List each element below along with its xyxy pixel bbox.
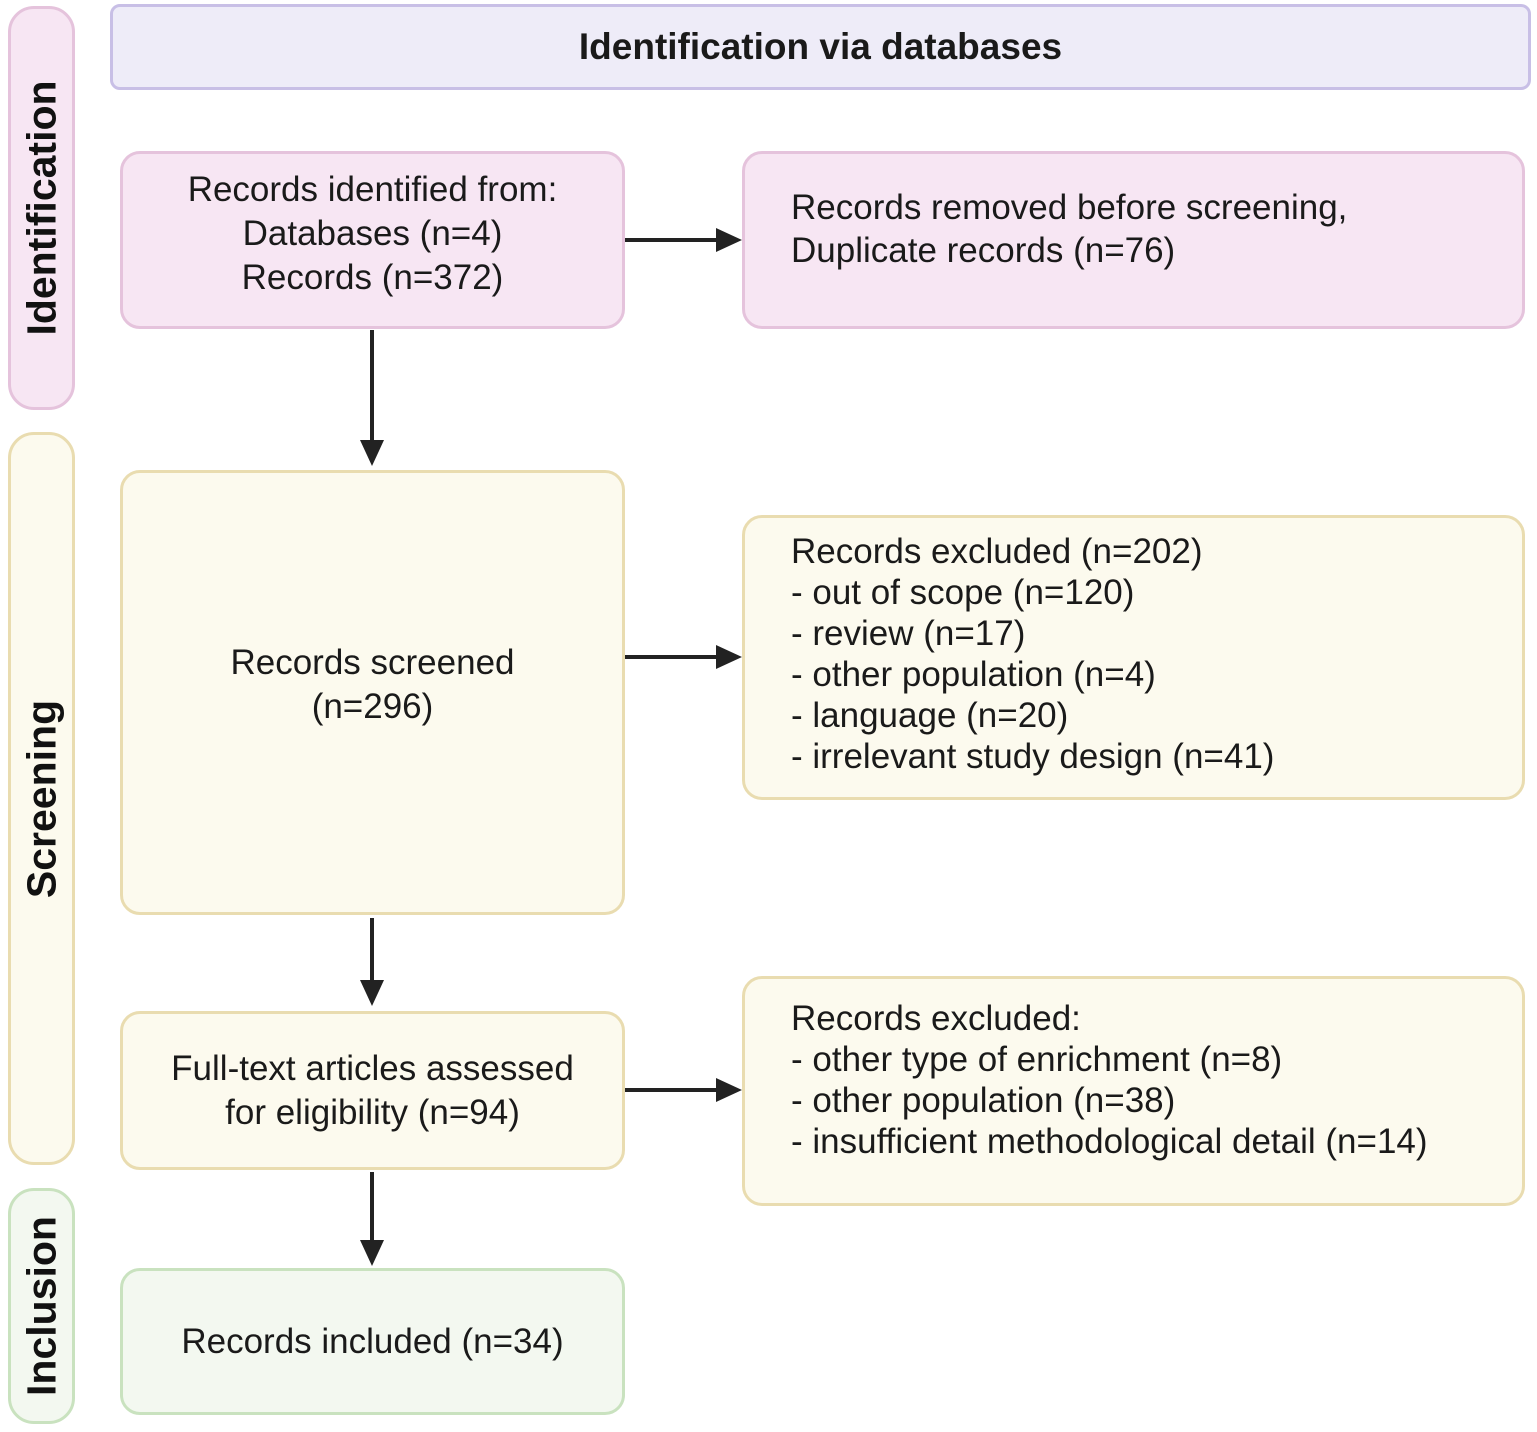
arrowhead-down-3: [360, 1240, 384, 1266]
records-identified-line-3: Records (n=372): [241, 258, 504, 297]
arrowhead-down-1: [360, 440, 384, 466]
box-records-excluded-screening: Records excluded (n=202) - out of scope …: [742, 515, 1525, 800]
excluded-fulltext-line-3: - other population (n=38): [791, 1081, 1176, 1120]
excluded-fulltext-line-2: - other type of enrichment (n=8): [791, 1040, 1283, 1079]
records-removed-line-2: Duplicate records (n=76): [791, 231, 1176, 270]
box-records-screened: Records screened (n=296): [120, 470, 625, 915]
records-included-line-1: Records included (n=34): [181, 1321, 564, 1361]
records-screened-line-2: (n=296): [311, 686, 434, 726]
box-records-excluded-fulltext: Records excluded: - other type of enrich…: [742, 976, 1525, 1206]
arrowhead-right-3: [716, 1078, 742, 1102]
arrowhead-down-2: [360, 980, 384, 1006]
records-identified-line-2: Databases (n=4): [242, 214, 503, 253]
records-identified-line-1: Records identified from:: [187, 170, 558, 209]
excluded-screening-line-1: Records excluded (n=202): [791, 531, 1203, 571]
excluded-screening-line-4: - other population (n=4): [791, 654, 1156, 694]
full-text-line-1: Full-text articles assessed: [171, 1048, 574, 1088]
arrowhead-right-1: [716, 228, 742, 252]
arrowhead-right-2: [716, 645, 742, 669]
stage-identification: Identification: [8, 6, 75, 410]
header-title: Identification via databases: [578, 26, 1063, 67]
box-full-text-assessed: Full-text articles assessed for eligibil…: [120, 1011, 625, 1170]
excluded-fulltext-line-4: - insufficient methodological detail (n=…: [791, 1122, 1428, 1161]
excluded-screening-line-6: - irrelevant study design (n=41): [791, 736, 1275, 776]
records-screened-line-1: Records screened: [230, 642, 515, 682]
box-records-identified: Records identified from: Databases (n=4)…: [120, 151, 625, 329]
stage-screening: Screening: [8, 432, 75, 1165]
header-identification-via-databases: Identification via databases: [110, 4, 1531, 90]
excluded-screening-line-3: - review (n=17): [791, 613, 1026, 653]
excluded-screening-line-2: - out of scope (n=120): [791, 572, 1135, 612]
full-text-line-2: for eligibility (n=94): [225, 1092, 520, 1132]
records-removed-line-1: Records removed before screening,: [791, 188, 1348, 227]
box-records-removed: Records removed before screening, Duplic…: [742, 151, 1525, 329]
stage-inclusion: Inclusion: [8, 1188, 75, 1424]
excluded-screening-line-5: - language (n=20): [791, 695, 1069, 735]
excluded-fulltext-line-1: Records excluded:: [791, 999, 1081, 1038]
box-records-included: Records included (n=34): [120, 1268, 625, 1415]
